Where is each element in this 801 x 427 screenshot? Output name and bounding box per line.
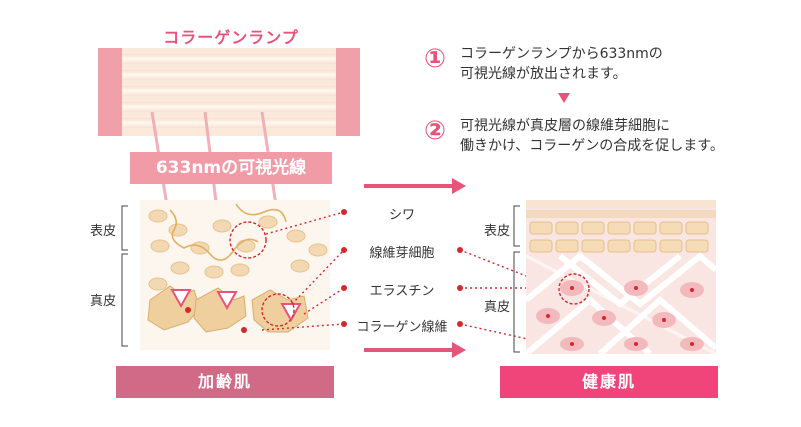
step-2-text: 可視光線が真皮層の線維芽細胞に 働きかけ、コラーゲンの合成を促します。: [460, 116, 800, 156]
step-1-number: ①: [424, 44, 447, 74]
aged-skin-label: 加齢肌: [116, 366, 334, 398]
step-1-line-1: コラーゲンランプから633nmの: [460, 46, 663, 62]
right-epidermis-label: 表皮: [484, 224, 511, 239]
left-dermis-label: 真皮: [90, 294, 117, 309]
callout-elastin: エラスチン: [369, 284, 435, 299]
step-2-line-1: 可視光線が真皮層の線維芽細胞に: [460, 118, 670, 134]
lamp-title: コラーゲンランプ: [163, 28, 299, 47]
collagen-lamp: [98, 48, 360, 136]
step-2-number: ②: [424, 116, 447, 146]
step-2-line-2: 働きかけ、コラーゲンの合成を促します。: [460, 138, 724, 154]
callout-fibroblast: 線維芽細胞: [369, 246, 435, 261]
healthy-skin-label: 健康肌: [500, 366, 718, 398]
visible-light-label: 633nmの可視光線: [130, 152, 332, 184]
callout-dots: [341, 209, 463, 327]
left-epidermis-label: 表皮: [90, 224, 117, 239]
healthy-skin-illustration: [524, 200, 718, 357]
right-layer-brackets: [513, 205, 520, 353]
transition-arrows: [364, 178, 466, 358]
right-dermis-label: 真皮: [484, 300, 511, 315]
step-1-line-2: 可視光線が放出されます。: [460, 66, 627, 82]
step-down-arrow: [558, 93, 570, 103]
step-1-text: コラーゲンランプから633nmの 可視光線が放出されます。: [460, 44, 780, 84]
callout-collagen-fiber: コラーゲン線維: [356, 320, 448, 335]
left-layer-brackets: [121, 205, 128, 347]
aged-skin-illustration: [140, 200, 330, 350]
callout-wrinkle: シワ: [388, 208, 415, 223]
